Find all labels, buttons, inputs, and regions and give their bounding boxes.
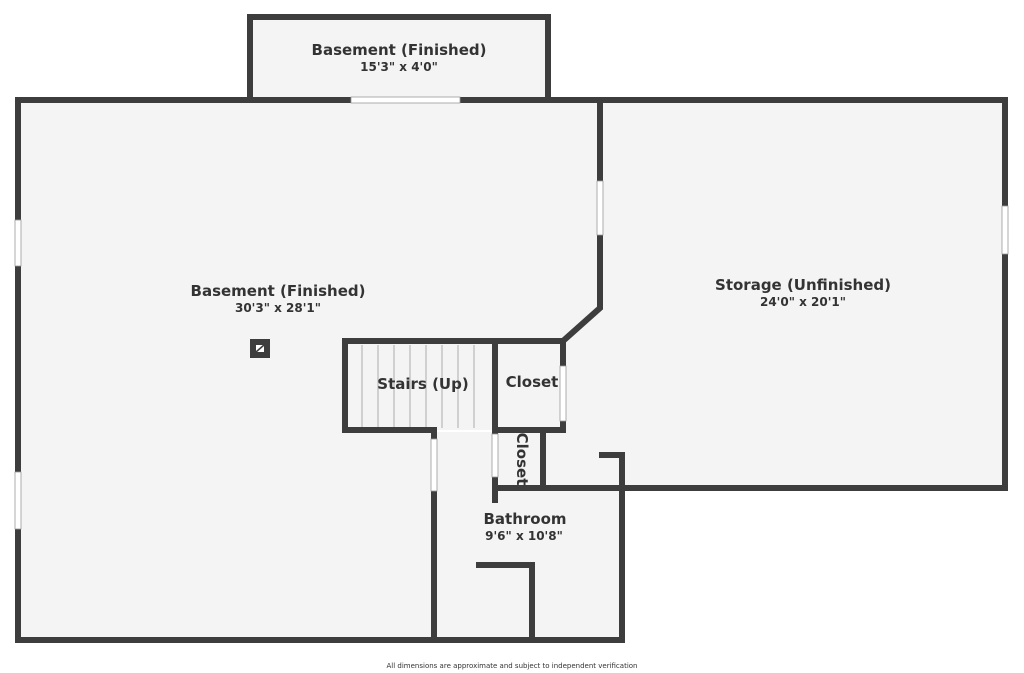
floor-storage xyxy=(543,101,1005,488)
floor-bathroom xyxy=(434,432,622,638)
post-icon xyxy=(250,339,270,358)
opening-top xyxy=(350,96,461,104)
room-dims-basement-main: 30'3" x 28'1" xyxy=(235,301,321,315)
windows xyxy=(14,96,1009,530)
room-name-closet-upper: Closet xyxy=(506,373,559,391)
window-left-upper xyxy=(14,219,22,267)
floor-fills xyxy=(18,18,1005,638)
room-name-bathroom: Bathroom xyxy=(483,510,566,528)
door-closet-lower xyxy=(491,433,499,478)
room-name-storage: Storage (Unfinished) xyxy=(715,276,891,294)
walls xyxy=(15,14,1008,643)
door-bathroom xyxy=(430,438,438,492)
room-dims-bathroom: 9'6" x 10'8" xyxy=(485,529,563,543)
window-left-lower xyxy=(14,471,22,530)
window-right xyxy=(1001,205,1009,255)
room-name-stairs: Stairs (Up) xyxy=(377,375,468,393)
stair-treads xyxy=(361,345,475,428)
floor-basement-top xyxy=(251,18,548,99)
wall-closet-bottom xyxy=(492,419,566,433)
wall-top-room xyxy=(247,14,551,102)
room-name-basement-top: Basement (Finished) xyxy=(312,41,487,59)
door-closet-upper xyxy=(559,365,567,422)
disclaimer-text: All dimensions are approximate and subje… xyxy=(387,662,638,670)
floor-closet-upper xyxy=(495,342,563,430)
opening-divider xyxy=(596,180,604,236)
floor-closet-lower xyxy=(495,432,543,488)
wall-left-bottom xyxy=(15,97,625,643)
room-dims-storage: 24'0" x 20'1" xyxy=(760,295,846,309)
room-name-basement-main: Basement (Finished) xyxy=(191,282,366,300)
wall-divider-lower xyxy=(558,233,603,346)
room-dims-basement-top: 15'3" x 4'0" xyxy=(360,60,438,74)
room-name-closet-lower: Closet xyxy=(513,433,531,486)
wall-stairs xyxy=(342,338,566,433)
floor-basement-main xyxy=(18,101,600,638)
wall-bath-partition xyxy=(476,562,535,643)
floor-stairs xyxy=(345,342,495,430)
